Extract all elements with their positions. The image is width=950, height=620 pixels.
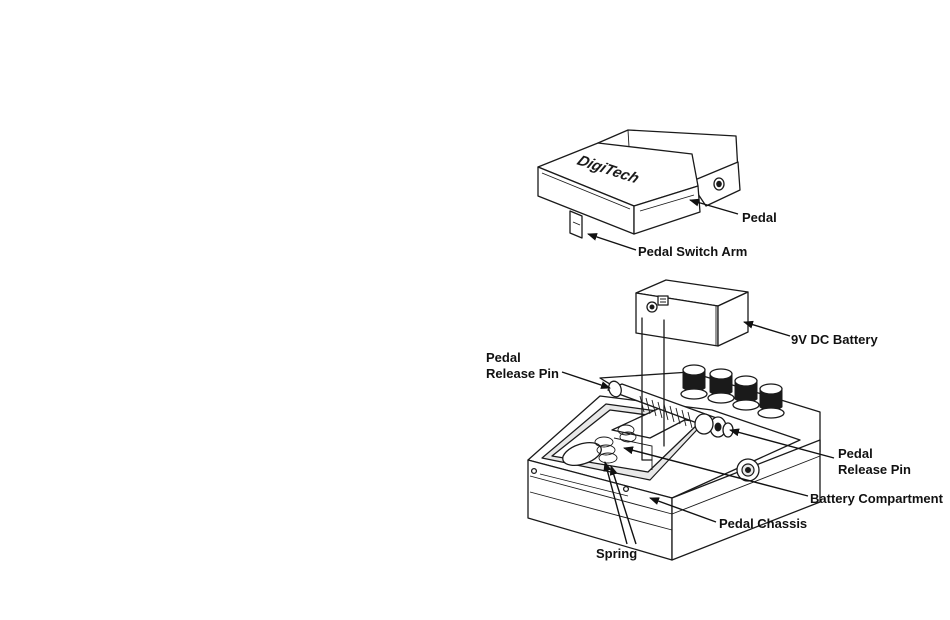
label-release-pin-right-line1: Pedal [838, 446, 873, 461]
knob-icon [758, 384, 784, 418]
screw-icon [624, 487, 629, 492]
screw-icon [532, 469, 537, 474]
label-release-pin-left-line1: Pedal [486, 350, 521, 365]
label-pedal: Pedal [742, 210, 777, 225]
battery-terminal-icon [658, 296, 668, 305]
pedal-part: DigiTech [538, 130, 740, 238]
knob-icon [681, 365, 707, 399]
label-spring: Spring [596, 546, 637, 561]
label-pedal-chassis: Pedal Chassis [719, 516, 807, 531]
knob-icon [733, 376, 759, 410]
label-pedal-switch-arm: Pedal Switch Arm [638, 244, 747, 259]
knob-icon [708, 369, 734, 403]
label-release-pin-left-line2: Release Pin [486, 366, 559, 381]
label-battery-compartment: Battery Compartment [810, 491, 944, 506]
battery-9v [636, 280, 748, 346]
label-battery: 9V DC Battery [791, 332, 878, 347]
label-release-pin-right-line2: Release Pin [838, 462, 911, 477]
